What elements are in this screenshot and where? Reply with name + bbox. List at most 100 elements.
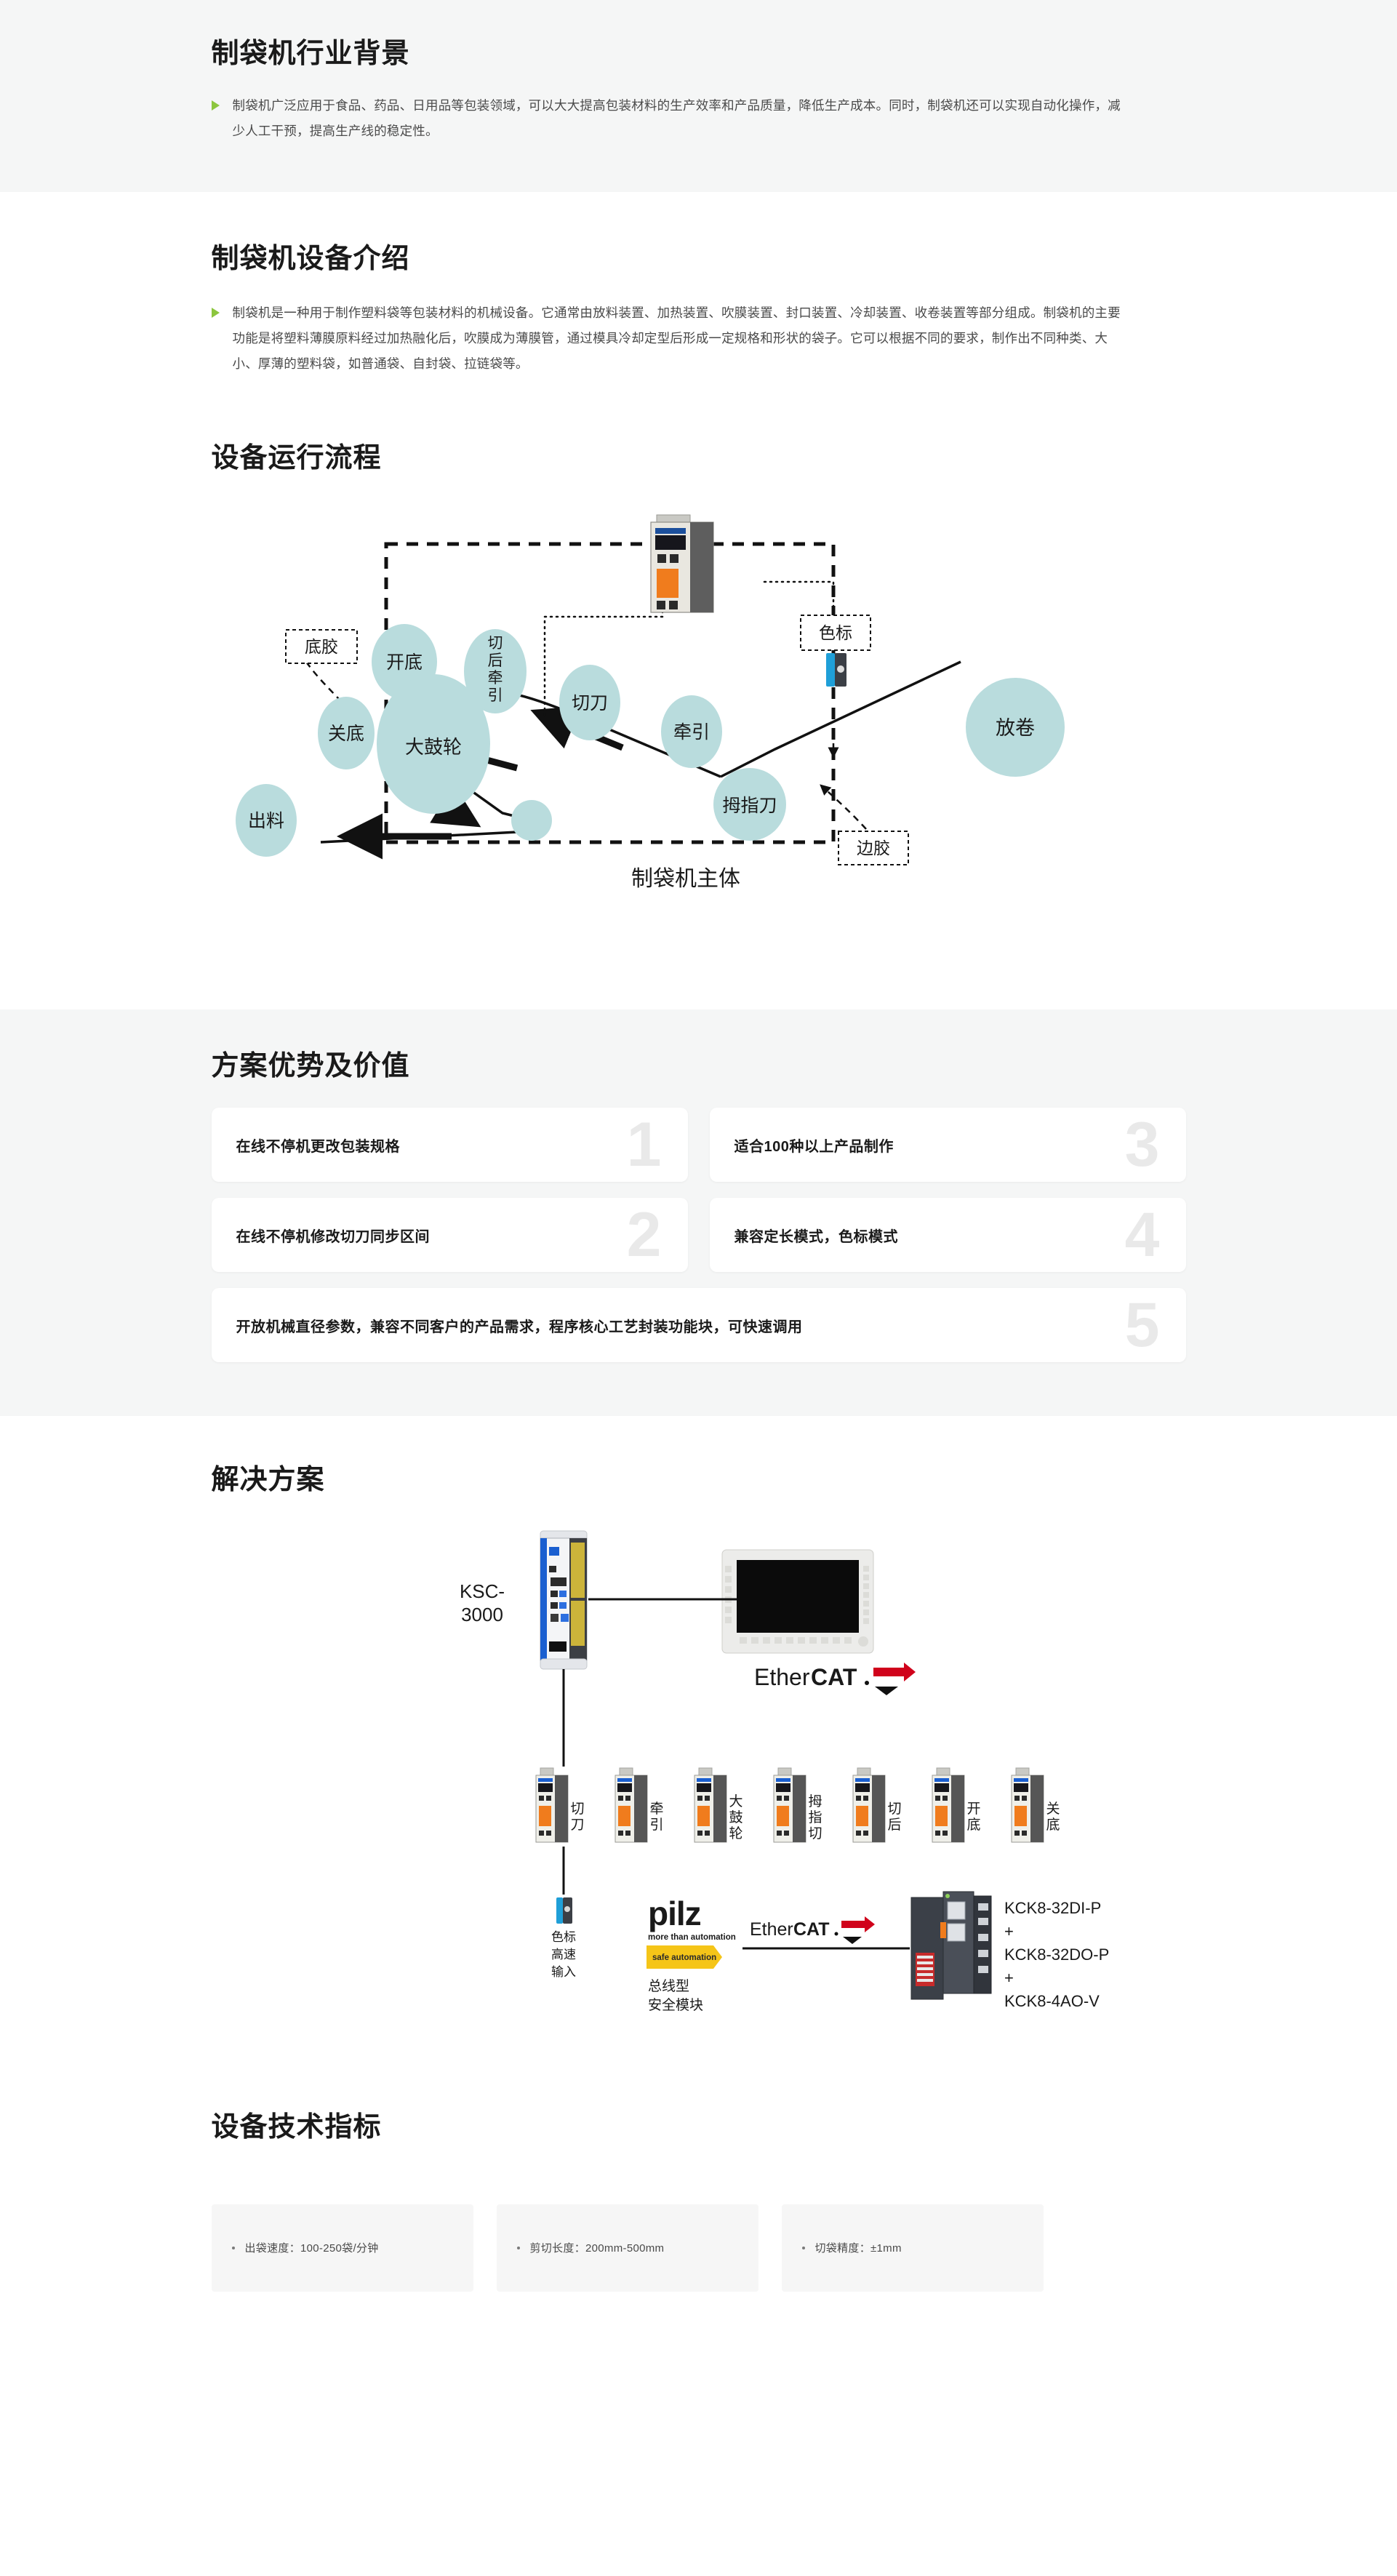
page-title-tech-specs: 设备技术指标 — [211, 2111, 382, 2143]
advantage-number-2: 2 — [626, 1200, 662, 1271]
page-title-advantages: 方案优势及价值 — [211, 1050, 410, 1081]
sensor-label-line3: 输入 — [551, 1965, 576, 1979]
flow-node-chuliao — [235, 783, 297, 857]
flow-node-qiehou-qianyin — [463, 628, 527, 713]
servo-drive-label-5-char2: 后 — [887, 1817, 901, 1833]
servo-drive-label-6-char1: 开 — [966, 1801, 980, 1817]
advantage-label-5: 开放机械直径参数，兼容不同客户的产品需求，程序核心工艺封装功能块，可快速调用 — [236, 1319, 803, 1335]
servo-drive-4 — [773, 1767, 806, 1843]
flow-node-label-qiehou-3: 牵 — [487, 670, 503, 687]
advantage-number-3: 3 — [1124, 1110, 1160, 1180]
advantage-card-4[interactable]: 兼容定长模式，色标模式 4 — [709, 1198, 1186, 1273]
ethercat-bottom-arrow-down — [842, 1936, 862, 1944]
advantage-card-3[interactable]: 适合100种以上产品制作 3 — [709, 1108, 1186, 1183]
triangle-bullet-icon — [211, 100, 220, 111]
pilz-tagline-text: more than automation — [648, 1933, 736, 1942]
advantages-grid: 在线不停机更改包装规格 1 适合100种以上产品制作 3 在线不停机修改切刀同步… — [211, 1108, 1186, 1363]
section-advantages: 方案优势及价值 在线不停机更改包装规格 1 适合100种以上产品制作 3 在线不… — [0, 1009, 1397, 1417]
ethercat-logo-bottom: Ether CAT — [750, 1916, 875, 1944]
section-equipment-intro: 制袋机设备介绍 制袋机是一种用于制作塑料袋等包装材料的机械设备。它通常由放料装置… — [0, 191, 1397, 407]
flow-node-label-dagulun: 大鼓轮 — [404, 736, 461, 758]
servo-drive-label-3-char3: 轮 — [729, 1825, 742, 1841]
ethercat-logo-arrow-down — [874, 1686, 898, 1695]
tag-label-bianjiao: 边胶 — [857, 839, 890, 857]
ethercat-logo-text-cat: CAT — [811, 1664, 857, 1690]
io-module-plus-2: + — [1004, 1969, 1014, 1987]
servo-drive-label-3-char1: 大 — [729, 1793, 742, 1809]
pilz-logo: pilz more than automation safe automatio… — [646, 1895, 736, 1969]
tech-spec-text-3: 切袋精度：±1mm — [814, 2242, 902, 2255]
flow-node-fangjuan — [965, 677, 1065, 777]
section-industry-background: 制袋机行业背景 制袋机广泛应用于食品、药品、日用品等包装领域，可以大大提高包装材… — [0, 0, 1397, 192]
sensor-label-line2: 高速 — [551, 1948, 576, 1961]
tech-spec-card-1: 出袋速度：100-250袋/分钟 — [211, 2204, 473, 2292]
servo-drive-label-3-char2: 鼓 — [729, 1809, 742, 1825]
controller-device-illustration — [649, 514, 714, 613]
flow-node-label-muzhidao: 拇指刀 — [722, 796, 777, 816]
bullet-dot-icon — [231, 2246, 235, 2249]
solution-architecture-svg: KSC- 3000 — [459, 1530, 1109, 2013]
io-module-label-3: KCK8-4AO-V — [1004, 1992, 1100, 2010]
tag-box-dijiao — [284, 628, 358, 664]
film-path-to-unwind — [719, 660, 961, 778]
advantage-number-5: 5 — [1124, 1290, 1160, 1361]
industry-paragraph: 制袋机广泛应用于食品、药品、日用品等包装领域，可以大大提高包装材料的生产效率和产… — [232, 97, 1121, 138]
pilz-brand-text: pilz — [648, 1895, 701, 1932]
servo-drive-label-7-char2: 底 — [1046, 1817, 1060, 1833]
flow-node-small-roller — [511, 799, 552, 841]
tag-box-sebiao — [799, 614, 871, 651]
color-mark-sensor-bottom-illustration — [556, 1897, 572, 1924]
ethercat-logo-arrow-right — [873, 1662, 916, 1681]
flow-node-label-qiehou-4: 引 — [487, 687, 503, 704]
servo-drive-label-1-char1: 切 — [570, 1801, 584, 1817]
flow-node-label-qiehou-2: 后 — [487, 652, 503, 669]
wire-controller-right — [763, 580, 834, 651]
section-tech-specs: 设备技术指标 出袋速度：100-250袋/分钟 剪切长度：200mm-500mm… — [0, 2071, 1397, 2361]
tag-label-dijiao: 底胶 — [305, 637, 338, 656]
flow-node-label-qiehou-1: 切 — [487, 635, 503, 652]
flow-node-label-qianyin: 牵引 — [673, 722, 709, 743]
servo-drive-label-7-char1: 关 — [1046, 1801, 1060, 1817]
section-process-flow: 设备运行流程 — [0, 406, 1397, 1009]
servo-drive-label-6-char2: 底 — [966, 1817, 980, 1833]
page-title-process-flow: 设备运行流程 — [211, 443, 382, 474]
flow-node-qianyin — [660, 695, 722, 768]
tech-specs-grid: 出袋速度：100-250袋/分钟 剪切长度：200mm-500mm 切袋精度：±… — [211, 2204, 1186, 2292]
ksc3000-controller-illustration — [539, 1530, 588, 1670]
advantage-card-1[interactable]: 在线不停机更改包装规格 1 — [211, 1108, 688, 1183]
servo-drive-label-5-char1: 切 — [887, 1801, 901, 1817]
advantage-card-2[interactable]: 在线不停机修改切刀同步区间 2 — [211, 1198, 688, 1273]
flow-node-guandi — [317, 696, 375, 769]
ethercat-bottom-arrow-right — [841, 1916, 875, 1932]
flow-node-qiedao — [559, 664, 620, 740]
advantage-card-5[interactable]: 开放机械直径参数，兼容不同客户的产品需求，程序核心工艺封装功能块，可快速调用 5 — [211, 1288, 1186, 1363]
servo-drive-label-2-char1: 牵 — [649, 1801, 663, 1817]
industry-bullet-row: 制袋机广泛应用于食品、药品、日用品等包装领域，可以大大提高包装材料的生产效率和产… — [211, 93, 1186, 144]
page-title-industry-background: 制袋机行业背景 — [211, 39, 410, 69]
ethercat-bottom-text-ether: Ether — [750, 1919, 793, 1940]
equipment-bullet-row: 制袋机是一种用于制作塑料袋等包装材料的机械设备。它通常由放料装置、加热装置、吹膜… — [211, 300, 1186, 377]
servo-drive-label-4-char2: 指 — [808, 1809, 822, 1825]
flow-node-label-qiedao: 切刀 — [571, 693, 607, 713]
io-module-label-2: KCK8-32DO-P — [1004, 1945, 1109, 1964]
flow-node-dagulun — [376, 673, 490, 814]
flow-node-label-guandi: 关底 — [327, 724, 364, 744]
advantage-number-4: 4 — [1124, 1200, 1160, 1271]
servo-drive-5 — [852, 1767, 885, 1843]
servo-drive-1 — [535, 1767, 568, 1843]
pilz-badge-text: safe automation — [652, 1953, 716, 1962]
servo-drive-7 — [1011, 1767, 1044, 1843]
ethercat-logo-registered-dot — [864, 1680, 869, 1685]
flow-node-label-chuliao: 出料 — [247, 811, 284, 831]
machine-body-boundary — [384, 542, 835, 844]
servo-drive-3 — [694, 1767, 726, 1843]
page-title-equipment-intro: 制袋机设备介绍 — [211, 243, 410, 274]
page-title-solution: 解决方案 — [211, 1465, 325, 1496]
machine-body-caption: 制袋机主体 — [631, 867, 740, 891]
advantage-label-2: 在线不停机修改切刀同步区间 — [236, 1228, 430, 1245]
tech-spec-text-2: 剪切长度：200mm-500mm — [529, 2242, 665, 2255]
triangle-bullet-icon — [211, 308, 220, 319]
servo-drive-label-1-char2: 刀 — [570, 1817, 584, 1833]
advantage-label-1: 在线不停机更改包装规格 — [236, 1138, 400, 1155]
controller-model-label-line2: 3000 — [461, 1604, 503, 1625]
